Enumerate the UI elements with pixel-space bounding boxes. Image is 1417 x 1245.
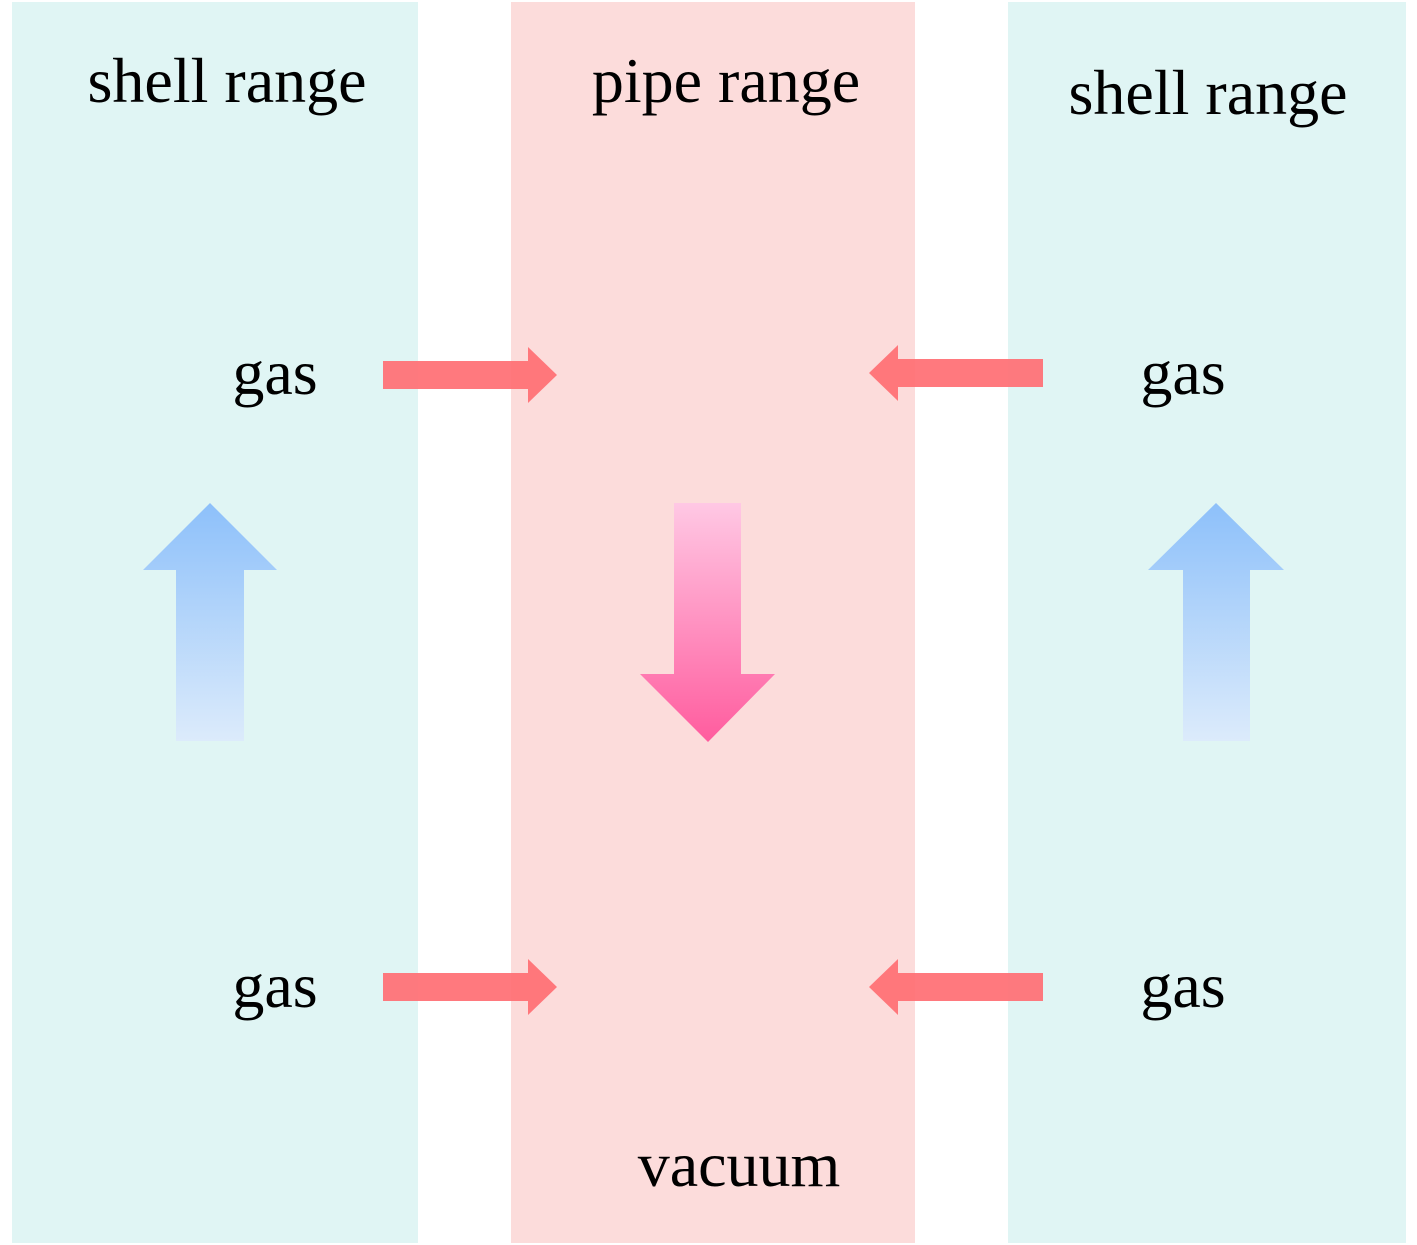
arrow-left-icon-bottom-right xyxy=(869,959,1043,1015)
gas-label-right-top: gas xyxy=(1140,337,1225,408)
shell-range-label-right: shell range xyxy=(1069,57,1348,128)
vacuum-label: vacuum xyxy=(638,1129,841,1200)
wall-right xyxy=(915,2,1008,1243)
arrow-right-icon-bottom-left xyxy=(383,959,557,1015)
arrow-up-icon-right xyxy=(1148,503,1284,741)
pipe-range-label: pipe range xyxy=(592,45,860,116)
arrow-right-icon-top-left xyxy=(383,347,557,403)
arrow-left-icon-top-right xyxy=(869,345,1043,401)
gas-label-right-bottom: gas xyxy=(1140,950,1225,1021)
arrow-up-icon-left xyxy=(143,503,277,741)
arrow-down-icon-pipe xyxy=(640,503,775,742)
shell-range-label-left: shell range xyxy=(88,45,367,116)
gas-label-left-top: gas xyxy=(232,337,317,408)
gas-label-left-bottom: gas xyxy=(232,950,317,1021)
wall-left xyxy=(418,2,511,1243)
